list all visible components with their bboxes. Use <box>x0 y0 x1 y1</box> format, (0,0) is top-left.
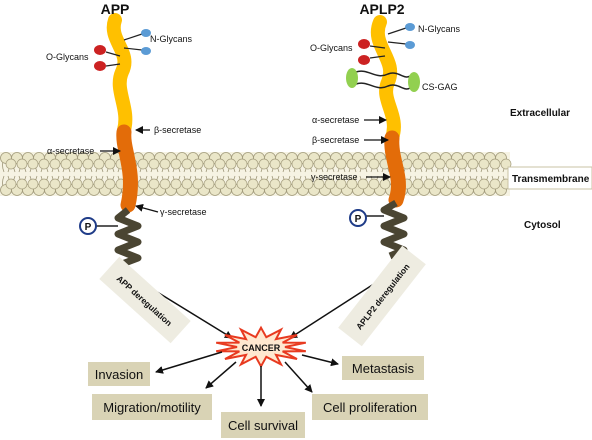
aplp2-protein: P <box>346 15 420 260</box>
cancer-label: CANCER <box>242 343 281 353</box>
aplp2-n-glycans-label: N-Glycans <box>418 24 461 34</box>
app-transmembrane-domain <box>116 124 138 213</box>
outcome-survival-label: Cell survival <box>228 418 298 433</box>
app-phosphate-label: P <box>85 222 92 233</box>
app-title: APP <box>101 1 130 17</box>
app-extracellular-domain <box>106 13 133 137</box>
outcome-metastasis: Metastasis <box>342 356 424 380</box>
cancer-node: CANCER <box>215 325 307 369</box>
app-o-glycans <box>94 45 121 71</box>
aplp2-o-glycans <box>358 39 386 65</box>
app-phosphate-icon <box>79 217 97 235</box>
aplp2-extracellular-domain <box>370 15 401 145</box>
outcome-proliferation: Cell proliferation <box>312 394 428 420</box>
outcome-migration-label: Migration/motility <box>103 400 201 415</box>
aplp2-beta-secretase-label: β-secretase <box>312 135 359 145</box>
aplp2-gamma-secretase-label: γ-secretase <box>311 172 358 182</box>
transmembrane-label-box <box>507 166 592 190</box>
app-protein: P <box>79 13 151 268</box>
app-o-glycans-label: O-Glycans <box>46 52 89 62</box>
aplp2-phosphate-icon <box>349 209 367 227</box>
outcome-proliferation-label: Cell proliferation <box>323 400 417 415</box>
outcome-survival: Cell survival <box>221 412 305 438</box>
app-gamma-secretase-label: γ-secretase <box>160 207 207 217</box>
aplp2-o-glycans-label: O-Glycans <box>310 43 353 53</box>
app-n-glycans-label: N-Glycans <box>150 34 193 44</box>
aplp2-deregulation-box: APLP2 deregulation <box>338 245 426 347</box>
arrow-to-metastasis <box>301 354 339 367</box>
app-beta-secretase-label: β-secretase <box>154 125 201 135</box>
region-transmembrane-label: Transmembrane <box>512 174 590 185</box>
arrow-to-proliferation <box>284 361 313 393</box>
aplp2-phosphate-label: P <box>355 214 362 225</box>
outcome-migration: Migration/motility <box>92 394 212 420</box>
aplp2-cs-gag <box>346 68 420 92</box>
aplp2-title: APLP2 <box>359 1 404 17</box>
outcome-invasion: Invasion <box>88 362 150 386</box>
outcome-invasion-label: Invasion <box>95 367 143 382</box>
aplp2-transmembrane-domain <box>384 130 406 208</box>
arrow-to-invasion <box>155 351 223 374</box>
arrow-to-migration <box>205 361 237 389</box>
aplp2-n-glycans <box>387 23 415 49</box>
app-alpha-secretase-label: α-secretase <box>47 146 94 156</box>
app-cytosolic-domain <box>114 207 142 268</box>
app-n-glycans <box>123 29 151 55</box>
app-deregulation-box: APP deregulation <box>99 256 191 344</box>
cell-membrane <box>0 152 512 196</box>
aplp2-cs-gag-label: CS-GAG <box>422 82 458 92</box>
outcome-metastasis-label: Metastasis <box>352 361 415 376</box>
aplp2-alpha-secretase-label: α-secretase <box>312 115 359 125</box>
region-extracellular-label: Extracellular <box>510 108 570 119</box>
region-cytosol-label: Cytosol <box>524 220 561 231</box>
